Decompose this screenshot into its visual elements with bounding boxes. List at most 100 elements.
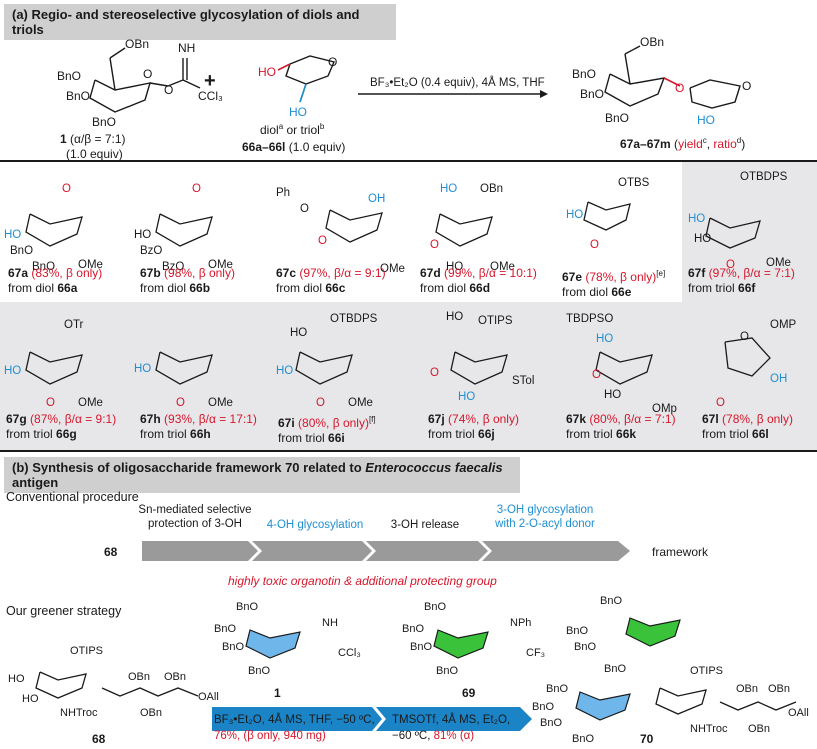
chem-label: OTBDPS (330, 313, 378, 325)
chem-label: OMP (770, 319, 797, 331)
donor69-ring-green (433, 629, 489, 659)
chem-label: OBn (736, 683, 758, 695)
chem-label: BnO (546, 683, 568, 695)
chem-label: OBn (125, 37, 149, 51)
cmpd-result: (99%, β/α = 10:1) (440, 266, 537, 280)
step-2: 4-OH glycosylation (266, 519, 364, 531)
cmpd-src: from triol (566, 427, 617, 441)
cmpd-result: (80%, β/α = 7:1) (586, 412, 676, 426)
chem-label: O (300, 203, 309, 215)
cond2b: −60 ºC, 81% (α) (392, 730, 474, 742)
divider-b (0, 450, 817, 452)
label-67c: 67c (97%, β/α = 9:1)from diol 66c (276, 266, 386, 296)
chem-label: HO (134, 363, 151, 375)
chem-label: OTBDPS (740, 171, 788, 183)
cmpd-sup: [f] (368, 415, 376, 424)
cmpd-num: 67g (6, 412, 27, 426)
gray-arrow (482, 541, 630, 561)
label-67a: 67a (83%, β only)from diol 66a (8, 266, 102, 296)
chem-label: BnO (92, 115, 116, 129)
chem-label: BnO (436, 665, 458, 677)
label-67k: 67k (80%, β/α = 7:1)from triol 66k (566, 412, 676, 442)
label-67j: 67j (74%, β only)from triol 66j (428, 412, 519, 442)
donor1-number: 1 (60, 132, 67, 146)
section-b-header: (b) Synthesis of oligosaccharide framewo… (4, 457, 520, 493)
cmpd-src: from triol (278, 431, 329, 445)
chem-label: O (675, 81, 684, 95)
chem-label: NH (322, 617, 338, 629)
cmpd-result: (97%, β/α = 9:1) (296, 266, 386, 280)
cmpd-src: from triol (688, 281, 739, 295)
label-67i: 67i (80%, β only)[f]from triol 66i (278, 412, 376, 446)
product-range-label: 67a–67m (yieldc, ratiod) (620, 136, 745, 151)
cmpd-src: from diol (276, 281, 326, 295)
cmpd-src-num: 66g (56, 427, 77, 441)
cmpd-src-num: 66c (325, 281, 346, 295)
product-ring-blue (575, 691, 631, 721)
cmpd-src-num: 66h (190, 427, 211, 441)
cmpd-num: 67f (688, 266, 706, 280)
chem-label: OBn (128, 671, 150, 683)
chem-label: OAll (788, 707, 809, 719)
warning-text: highly toxic organotin & additional prot… (228, 574, 497, 588)
cmpd-src: from triol (140, 427, 191, 441)
blue-arrow (212, 707, 382, 731)
chem-label: OMe (348, 397, 373, 409)
chem-label: BnO (540, 717, 562, 729)
cmpd-num: 67a (8, 266, 29, 280)
chem-label: OH (368, 193, 385, 205)
donor1-ring (89, 79, 151, 113)
chem-label: O (328, 55, 337, 69)
cmpd-src-num: 66d (469, 281, 491, 295)
chem-label: BnO (605, 111, 629, 125)
chem-label: BnO (66, 89, 90, 103)
cmpd-src-num: 66a (57, 281, 78, 295)
gray-arrow (366, 541, 488, 561)
cmpd-src-num: 66l (752, 427, 769, 441)
chem-label: BnO (57, 69, 81, 83)
reaction-conditions: BF₃•Et₂O (0.4 equiv), 4Å MS, THF (370, 76, 545, 89)
cmpd-src-num: 66i (328, 431, 345, 445)
label-67b: 67b (98%, β only)from diol 66b (140, 266, 235, 296)
cond2: TMSOTf, 4Å MS, Et₂O, (392, 714, 511, 726)
chem-label: O (316, 397, 325, 409)
conventional-label: Conventional procedure (6, 490, 139, 504)
acceptor-range-label: 66a–66l (1.0 equiv) (242, 140, 345, 154)
section-b-title-post: antigen (12, 475, 59, 490)
chem-label: O (740, 331, 749, 343)
sup-b: b (319, 122, 325, 131)
chem-label: HO (134, 229, 151, 241)
label-67h: 67h (93%, β/α = 17:1)from triol 66h (140, 412, 257, 442)
cond1-result: 76%, (β only, 940 mg) (214, 730, 326, 742)
cmpd-result: (78%, β only) (718, 412, 793, 426)
chem-label: BnO (410, 641, 432, 653)
chem-label: OMe (208, 259, 233, 271)
cmpd-sup: [e] (656, 269, 666, 278)
donor1-ring-blue (245, 629, 301, 659)
chem-label: O (430, 367, 439, 379)
cond2-result: 81% (α) (433, 730, 475, 742)
step-3: 3-OH release (390, 519, 460, 531)
acceptor-equiv: (1.0 equiv) (285, 140, 346, 154)
chem-label: OMe (766, 257, 791, 269)
plus-sign: + (204, 70, 216, 92)
cmpd-src-num: 66e (611, 285, 632, 299)
chem-label: HO (4, 365, 21, 377)
chem-label: CCl₃ (198, 89, 223, 103)
ratio-label: ratio (713, 137, 737, 151)
cmpd-src: from diol (140, 281, 190, 295)
chem-label: OBn (768, 683, 790, 695)
chem-label: OTIPS (690, 665, 723, 677)
chem-label: HO (697, 113, 715, 127)
chem-label: OTIPS (70, 645, 103, 657)
yield-label: yield (678, 137, 703, 151)
cmpd-num: 67i (278, 416, 295, 430)
cmpd-result: (74%, β only) (444, 412, 519, 426)
cmpd-src: from diol (562, 285, 612, 299)
chem-label: STol (512, 375, 534, 387)
donor1-label: 1 (α/β = 7:1) (60, 132, 126, 146)
chem-label: HO (8, 673, 25, 685)
chem-label: BnO (222, 641, 244, 653)
product70-number: 70 (640, 732, 654, 746)
product-range: 67a–67m (620, 137, 671, 151)
